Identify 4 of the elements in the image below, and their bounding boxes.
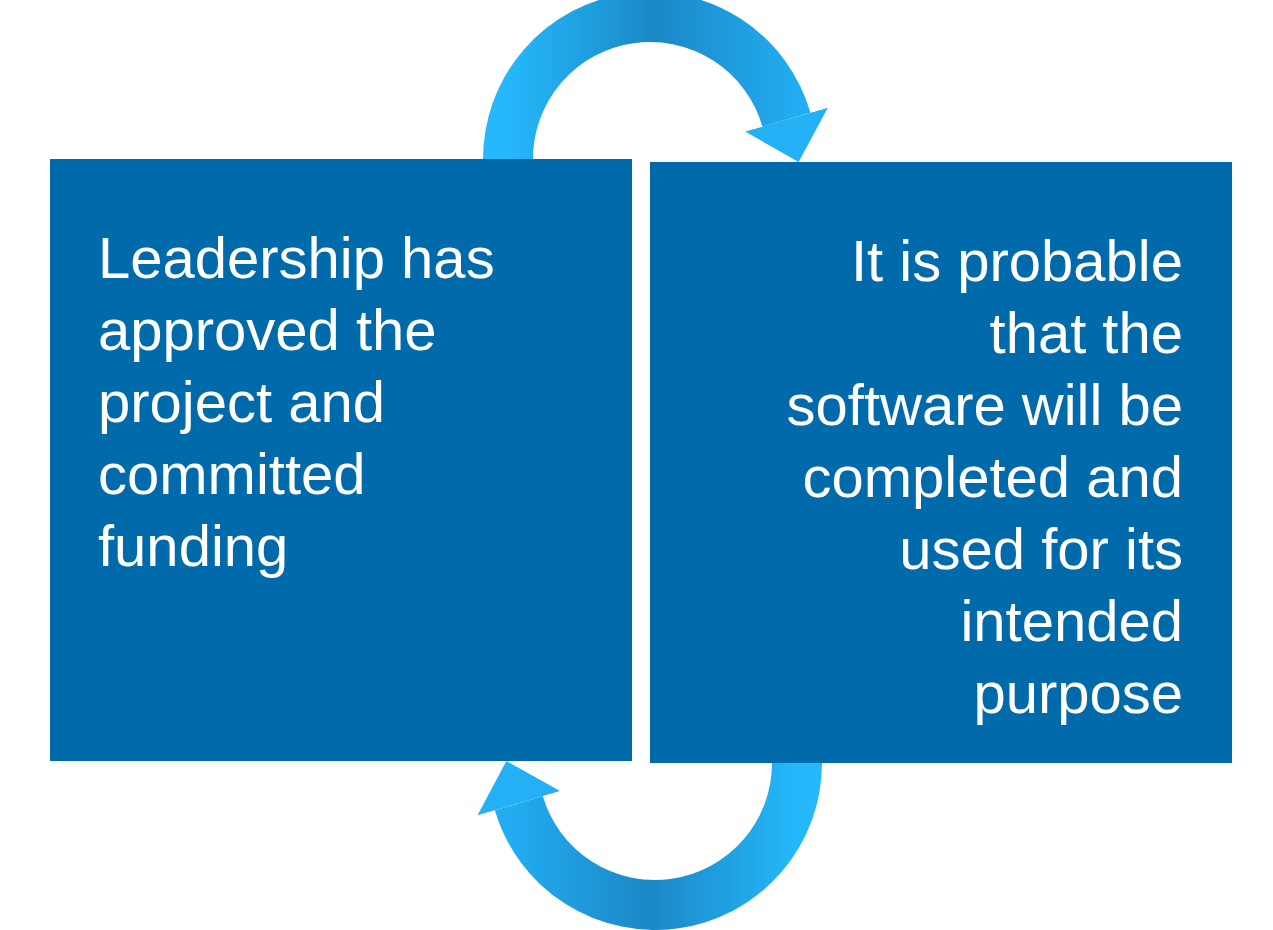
statement-box <box>650 162 1232 763</box>
statement-text: It is probable that the software will be completed and used for its intended purpose <box>785 227 1183 727</box>
statement-text: Leadership has approved the project and committed funding <box>98 224 496 580</box>
statement-box <box>50 159 632 761</box>
